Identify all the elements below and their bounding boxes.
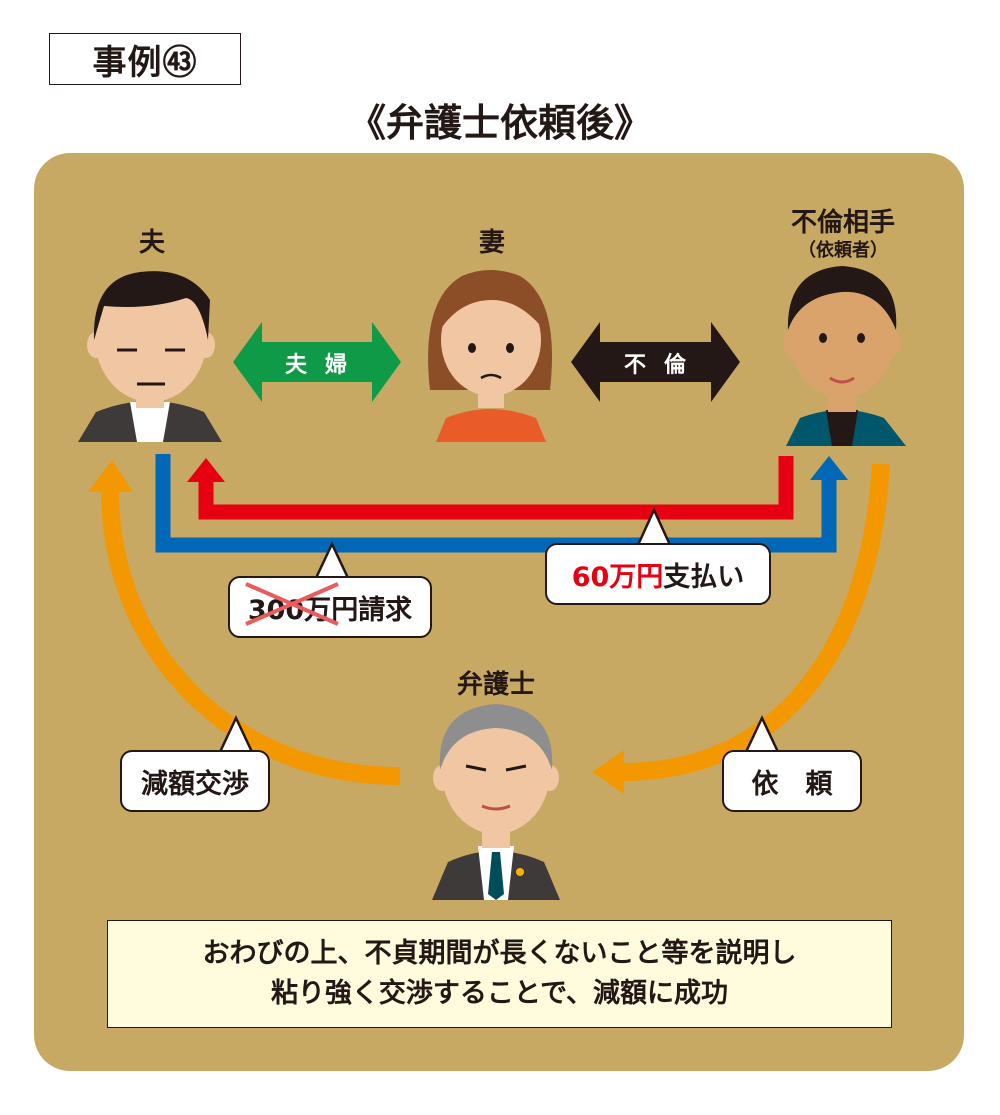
payment-arrow xyxy=(198,456,794,520)
request-label: 依 頼 xyxy=(751,768,833,800)
lawyer-avatar xyxy=(432,704,560,900)
request-arrow xyxy=(621,463,890,781)
wife-name: 妻 xyxy=(478,228,505,258)
claim-unit: 円 xyxy=(331,594,359,626)
cross-out-icon xyxy=(245,581,339,626)
case-label: 事例㊸ xyxy=(49,33,241,85)
marriage-arrow xyxy=(233,322,401,402)
husband-avatar xyxy=(78,271,222,442)
affair-arrow xyxy=(571,322,740,402)
negotiation-arrow xyxy=(101,489,401,785)
page-title: 《弁護士依頼後》 xyxy=(347,101,652,145)
partner-avatar xyxy=(783,266,906,446)
wife-avatar xyxy=(428,270,552,442)
struck-amount: 300万円 xyxy=(245,581,359,627)
summary-line-2: 粘り強く交渉することで、減額に成功 xyxy=(270,978,729,1009)
payment-arrowhead xyxy=(187,458,225,482)
negotiation-arrowhead xyxy=(88,460,133,492)
claim-arrowhead xyxy=(810,456,848,480)
lawyer-name: 弁護士 xyxy=(456,670,535,700)
marriage-label: 夫婦 xyxy=(284,353,365,378)
summary-box: おわびの上、不貞期間が長くないこと等を説明し 粘り強く交渉することで、減額に成功 xyxy=(107,920,892,1028)
summary-line-1: おわびの上、不貞期間が長くないこと等を説明し xyxy=(202,938,797,969)
affair-label: 不倫 xyxy=(623,353,704,378)
partner-name: 不倫相手 xyxy=(790,208,895,238)
claim-arrow xyxy=(155,454,837,553)
payment-bubble: 60万円支払い xyxy=(545,543,771,605)
claim-bubble: 300万円 請求 xyxy=(228,576,432,638)
negotiation-label: 減額交渉 xyxy=(141,768,249,800)
husband-name: 夫 xyxy=(138,228,165,258)
payment-amount: 60万円 xyxy=(571,561,664,593)
request-bubble: 依 頼 xyxy=(722,750,862,812)
negotiation-bubble: 減額交渉 xyxy=(120,750,270,812)
payment-suffix: 支払い xyxy=(663,561,745,593)
request-arrowhead xyxy=(592,750,624,794)
partner-role: （依頼者） xyxy=(798,240,888,261)
claim-amount: 300万 xyxy=(247,594,332,626)
claim-suffix: 請求 xyxy=(358,594,413,626)
